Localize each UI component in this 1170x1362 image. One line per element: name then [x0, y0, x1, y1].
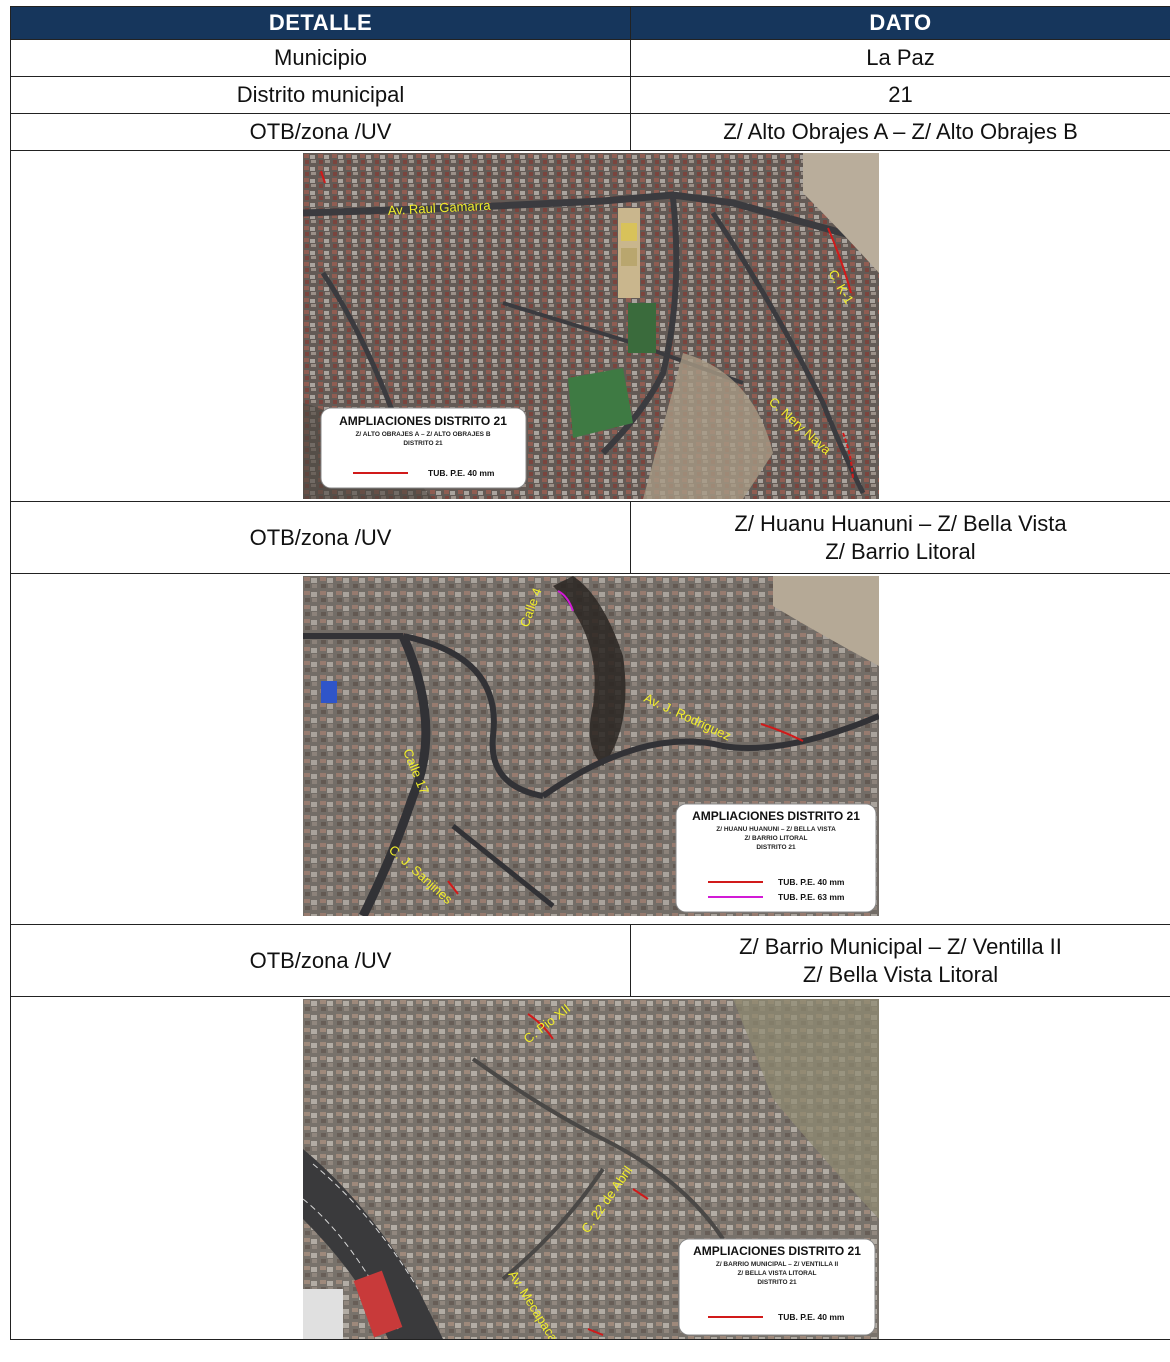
- row-value: Z/ Alto Obrajes A – Z/ Alto Obrajes B: [630, 113, 1170, 151]
- header-detalle: DETALLE: [10, 6, 631, 40]
- svg-text:Z/ HUANU HUANUNI – Z/ BELLA VI: Z/ HUANU HUANUNI – Z/ BELLA VISTA: [716, 826, 836, 833]
- row-value: Z/ Huanu Huanuni – Z/ Bella Vista Z/ Bar…: [630, 501, 1170, 574]
- row-value: La Paz: [630, 39, 1170, 77]
- value-line: Z/ Bella Vista Litoral: [802, 961, 999, 987]
- table-row: OTB/zona /UV Z/ Huanu Huanuni – Z/ Bella…: [10, 501, 1170, 574]
- row-label: Municipio: [10, 39, 631, 77]
- row-label: Distrito municipal: [10, 76, 631, 114]
- svg-text:TUB. P.E. 40 mm: TUB. P.E. 40 mm: [428, 468, 495, 478]
- row-label: OTB/zona /UV: [10, 924, 631, 997]
- satellite-map-barrio-municipal: C. Pio XII C. 22 de Abril Av. Mecapaca A…: [302, 999, 879, 1339]
- map-row: Calle 4 Av. J. Rodriguez Calle 17 C. J. …: [10, 573, 1170, 925]
- table-row: Municipio La Paz: [10, 39, 1170, 77]
- value-line: Z/ Huanu Huanuni – Z/ Bella Vista: [734, 510, 1067, 536]
- street-label: Av. Raul Gamarra: [387, 198, 491, 218]
- data-table: DETALLE DATO Municipio La Paz Distrito m…: [10, 6, 1170, 1340]
- value-line: Z/ Barrio Municipal – Z/ Ventilla II: [739, 933, 1062, 959]
- row-value: 21: [630, 76, 1170, 114]
- svg-text:DISTRITO 21: DISTRITO 21: [403, 440, 443, 447]
- svg-text:DISTRITO 21: DISTRITO 21: [757, 1279, 797, 1286]
- table-row: OTB/zona /UV Z/ Alto Obrajes A – Z/ Alto…: [10, 113, 1170, 151]
- svg-text:Z/ BELLA VISTA LITORAL: Z/ BELLA VISTA LITORAL: [737, 1270, 816, 1277]
- svg-text:AMPLIACIONES DISTRITO 21: AMPLIACIONES DISTRITO 21: [339, 414, 507, 428]
- row-label: OTB/zona /UV: [10, 501, 631, 574]
- svg-text:TUB. P.E. 40 mm: TUB. P.E. 40 mm: [778, 877, 845, 887]
- table-header: DETALLE DATO: [10, 6, 1170, 40]
- map-row: Av. Raul Gamarra C. K-1 C. Nery Nava AMP…: [10, 150, 1170, 502]
- svg-text:AMPLIACIONES DISTRITO 21: AMPLIACIONES DISTRITO 21: [693, 1244, 861, 1258]
- svg-text:Z/ ALTO OBRAJES A – Z/ ALTO OB: Z/ ALTO OBRAJES A – Z/ ALTO OBRAJES B: [355, 431, 490, 438]
- row-value: Z/ Barrio Municipal – Z/ Ventilla II Z/ …: [630, 924, 1170, 997]
- header-dato: DATO: [630, 6, 1170, 40]
- map-legend: AMPLIACIONES DISTRITO 21 Z/ BARRIO MUNIC…: [678, 1238, 875, 1336]
- row-label: OTB/zona /UV: [10, 113, 631, 151]
- map-row: C. Pio XII C. 22 de Abril Av. Mecapaca A…: [10, 996, 1170, 1340]
- value-line: Z/ Barrio Litoral: [825, 538, 976, 564]
- satellite-map-alto-obrajes: Av. Raul Gamarra C. K-1 C. Nery Nava AMP…: [302, 153, 879, 499]
- map-legend: AMPLIACIONES DISTRITO 21 Z/ HUANU HUANUN…: [675, 803, 876, 913]
- table-row: OTB/zona /UV Z/ Barrio Municipal – Z/ Ve…: [10, 924, 1170, 997]
- svg-text:Z/ BARRIO LITORAL: Z/ BARRIO LITORAL: [744, 835, 807, 842]
- svg-text:TUB. P.E. 40 mm: TUB. P.E. 40 mm: [778, 1312, 845, 1322]
- table-row: Distrito municipal 21: [10, 76, 1170, 114]
- svg-text:Z/ BARRIO MUNICIPAL – Z/ VENTI: Z/ BARRIO MUNICIPAL – Z/ VENTILLA II: [715, 1261, 837, 1268]
- satellite-map-huanu-huanuni: Calle 4 Av. J. Rodriguez Calle 17 C. J. …: [302, 576, 879, 922]
- svg-text:AMPLIACIONES DISTRITO 21: AMPLIACIONES DISTRITO 21: [692, 809, 860, 823]
- svg-text:DISTRITO 21: DISTRITO 21: [756, 844, 796, 851]
- svg-text:TUB. P.E. 63 mm: TUB. P.E. 63 mm: [778, 892, 845, 902]
- map-legend: AMPLIACIONES DISTRITO 21 Z/ ALTO OBRAJES…: [320, 407, 526, 489]
